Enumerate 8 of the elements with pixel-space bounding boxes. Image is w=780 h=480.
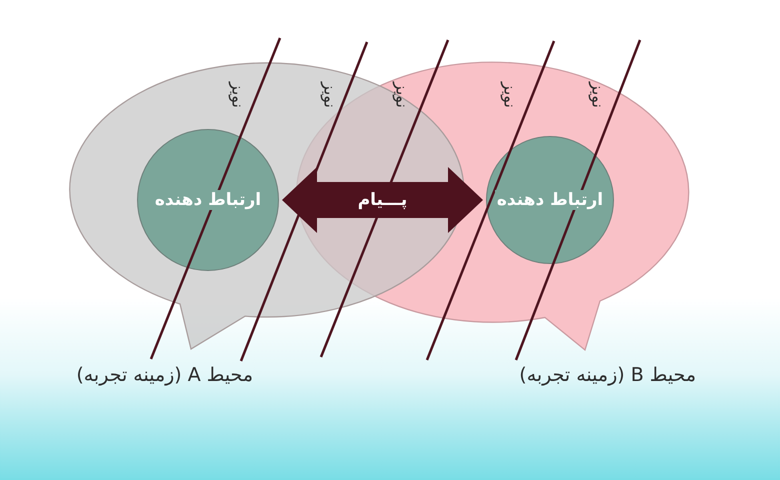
node-label: محیط A (زمینه تجربه) <box>76 364 253 386</box>
node-label: محیط B (زمینه تجربه) <box>519 364 696 386</box>
double-arrow <box>282 167 483 233</box>
line-label: نویز <box>392 82 412 108</box>
line-label: نویز <box>320 82 340 108</box>
line-label: نویز <box>500 82 520 108</box>
line-label: نویز <box>588 82 608 108</box>
line-label: نویز <box>228 82 248 108</box>
